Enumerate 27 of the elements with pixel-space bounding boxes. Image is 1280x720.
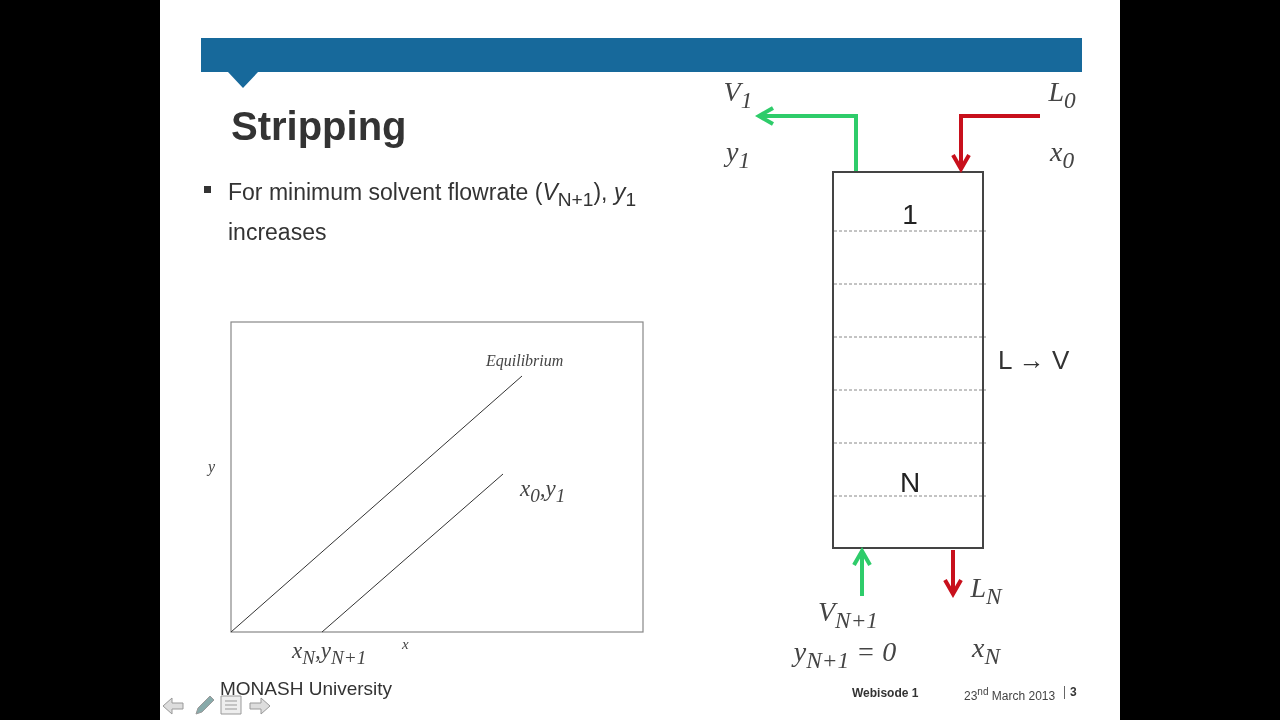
point-label: x$_{0}$,y$_{1}$ <box>520 476 566 507</box>
stream-variable: x$_{N}$ <box>972 632 1000 670</box>
flow-arrow <box>757 106 858 171</box>
stream-variable: L$_{0}$ <box>1048 76 1076 114</box>
axis-label: y <box>208 458 216 476</box>
stream-variable: x$_{0}$ <box>1049 136 1075 174</box>
stream-variable: V$_{1}$ <box>723 76 753 114</box>
flow-arrow <box>951 114 1040 171</box>
university-name: MONASH University <box>220 678 393 700</box>
flow-arrow <box>852 549 872 596</box>
flow-arrow <box>943 550 963 596</box>
stream-variable: V$_{N+1}$ <box>817 596 879 634</box>
stage-number: N <box>899 467 921 499</box>
stage-number: 1 <box>902 199 918 231</box>
bullet-text: For minimum solvent flowrate (V$_{N+1}$), y$_{1}$ increases <box>228 178 638 247</box>
point-label: x$_{N}$,y$_{N+1}$ <box>292 638 367 669</box>
stream-variable: L$_{N}$ <box>970 572 1002 610</box>
slide-title: Stripping <box>231 104 407 149</box>
footer-date: 23$^{nd}$ March 2013 <box>964 686 1056 703</box>
axis-label: x <box>402 636 409 653</box>
page-number: 3 <box>1064 686 1077 699</box>
column-box <box>832 171 984 549</box>
curve-label: Equilibrium <box>486 352 564 370</box>
stream-variable: y$_{1}$ <box>725 136 751 174</box>
footer-text: Webisode 1 <box>852 686 919 700</box>
flow-direction-text: L → V <box>998 345 1070 376</box>
stream-variable: y$_{N+1}$ = 0 <box>793 636 897 674</box>
